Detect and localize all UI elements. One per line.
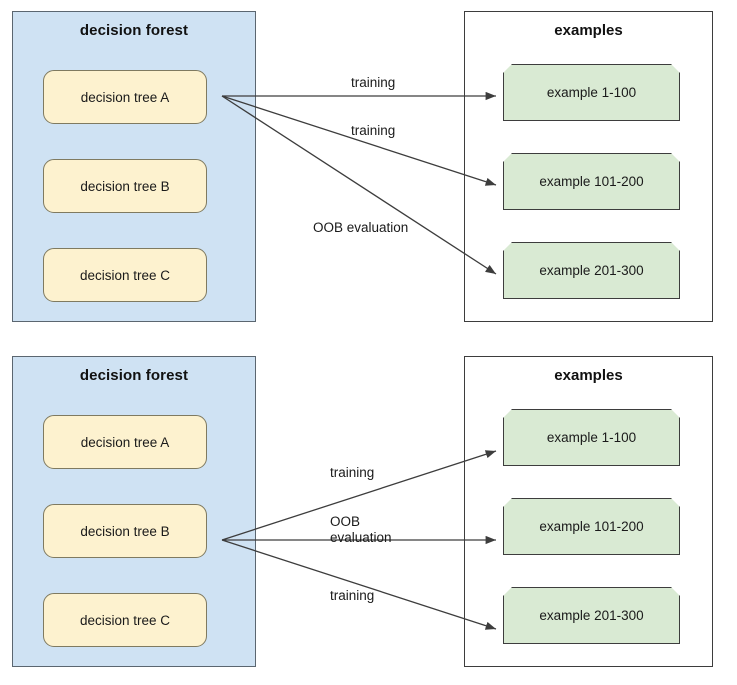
decision-tree-b-top[interactable]: decision tree B	[43, 159, 207, 213]
arrow-layer-top	[221, 91, 497, 275]
decision-tree-c-label-bottom: decision tree C	[79, 612, 171, 628]
example-101-200-label-bottom: example 101-200	[539, 519, 644, 534]
examples-panel-top: examples example 1-100 example 101-200 e…	[464, 11, 713, 322]
edge-label-oob-line2: evaluation	[330, 529, 392, 545]
example-201-300-label-top: example 201-300	[539, 263, 644, 278]
decision-tree-a-top[interactable]: decision tree A	[43, 70, 207, 124]
example-1-100-top[interactable]: example 1-100	[503, 64, 680, 121]
edge-label-tree-b-example-1-100: training	[330, 465, 375, 480]
decision-tree-c-label-top: decision tree C	[79, 267, 171, 283]
edge-label-oob-line1: OOB	[330, 514, 361, 529]
example-1-100-label-bottom: example 1-100	[546, 430, 637, 445]
decision-tree-b-label-top: decision tree B	[80, 178, 170, 194]
edge-label-tree-b-example-101-200: OOB evaluation	[330, 514, 392, 546]
decision-forest-title-bottom: decision forest	[79, 367, 189, 384]
decision-tree-c-bottom[interactable]: decision tree C	[43, 593, 207, 647]
example-101-200-top[interactable]: example 101-200	[503, 153, 680, 210]
diagram-bottom: decision forest decision tree A decision…	[0, 345, 737, 685]
decision-forest-panel-top: decision forest decision tree A decision…	[12, 11, 256, 322]
arrow-layer-bottom	[221, 450, 497, 630]
example-201-300-label-bottom: example 201-300	[539, 608, 644, 623]
examples-title-top: examples	[554, 22, 623, 39]
edge-tree-b-to-example-1-100	[221, 450, 497, 541]
decision-tree-b-label-bottom: decision tree B	[80, 523, 170, 539]
decision-tree-a-label-bottom: decision tree A	[80, 434, 170, 450]
decision-forest-title-top: decision forest	[79, 22, 189, 39]
example-201-300-bottom[interactable]: example 201-300	[503, 587, 680, 644]
edge-label-tree-b-example-201-300: training	[330, 588, 375, 603]
decision-tree-c-top[interactable]: decision tree C	[43, 248, 207, 302]
edge-label-tree-a-example-201-300: OOB evaluation	[313, 220, 409, 235]
examples-panel-bottom: examples example 1-100 example 101-200 e…	[464, 356, 713, 667]
example-201-300-top[interactable]: example 201-300	[503, 242, 680, 299]
edge-label-tree-a-example-1-100: training	[351, 75, 396, 90]
edge-label-tree-a-example-101-200: training	[351, 123, 396, 138]
diagram-top: decision forest decision tree A decision…	[0, 0, 737, 340]
decision-tree-a-label-top: decision tree A	[80, 89, 170, 105]
examples-title-bottom: examples	[554, 367, 623, 384]
example-1-100-bottom[interactable]: example 1-100	[503, 409, 680, 466]
edge-tree-a-to-example-101-200	[221, 95, 497, 186]
decision-forest-panel-bottom: decision forest decision tree A decision…	[12, 356, 256, 667]
example-1-100-label-top: example 1-100	[546, 85, 637, 100]
edge-tree-a-to-example-201-300	[221, 95, 497, 275]
decision-tree-b-bottom[interactable]: decision tree B	[43, 504, 207, 558]
example-101-200-label-top: example 101-200	[539, 174, 644, 189]
decision-tree-a-bottom[interactable]: decision tree A	[43, 415, 207, 469]
example-101-200-bottom[interactable]: example 101-200	[503, 498, 680, 555]
edge-tree-b-to-example-201-300	[221, 539, 497, 630]
